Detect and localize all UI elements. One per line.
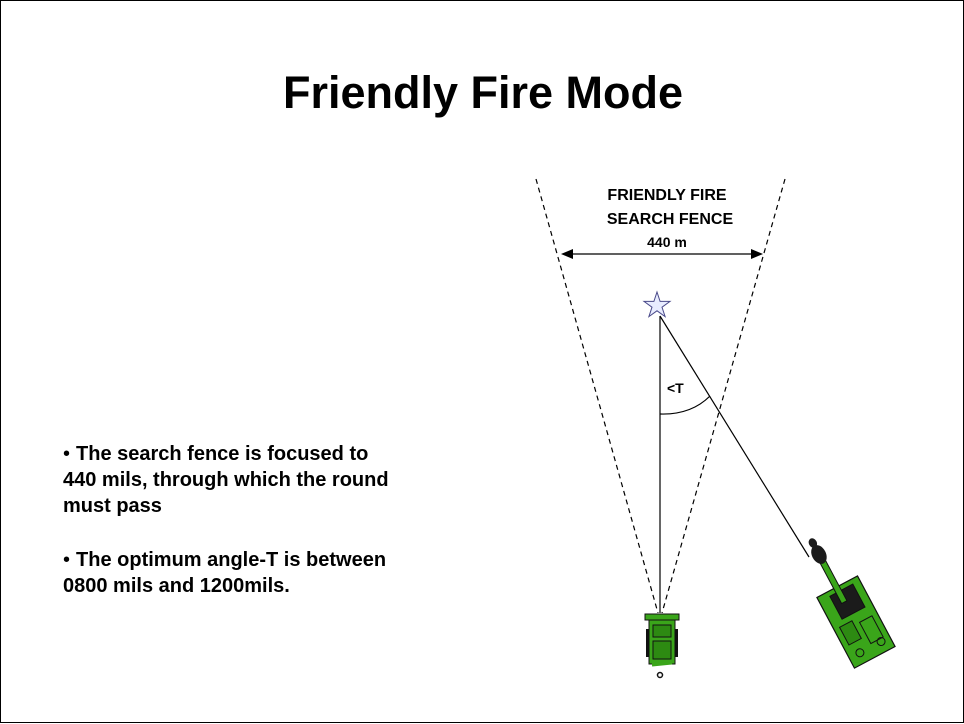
bullet-item: •The search fence is focused to 440 mils… <box>63 443 389 517</box>
bullet-text: The search fence is focused to 440 mils,… <box>63 443 389 517</box>
radar-vehicle-icon <box>644 613 680 679</box>
target-star-icon <box>642 290 672 318</box>
fence-right-boundary <box>661 178 786 614</box>
bullet-text: The optimum angle-T is between 0800 mils… <box>63 549 387 597</box>
arrowhead-right-icon <box>751 249 763 259</box>
angle-t-arc <box>659 395 711 415</box>
howitzer-icon <box>808 538 896 669</box>
fence-label-line1: FRIENDLY FIRE <box>607 187 726 204</box>
slide-title: Friendly Fire Mode <box>282 67 684 118</box>
arrowhead-left-icon <box>561 249 573 259</box>
angle-t-label: <T <box>667 380 684 396</box>
bullet-list: •The search fence is focused to 440 mils… <box>63 441 403 627</box>
fence-left-boundary <box>535 178 659 614</box>
fence-label-line2: SEARCH FENCE <box>607 211 734 228</box>
gun-target-line <box>659 315 810 558</box>
bullet-item: •The optimum angle-T is between 0800 mil… <box>63 549 387 597</box>
fence-width-label: 440 m <box>647 234 687 250</box>
